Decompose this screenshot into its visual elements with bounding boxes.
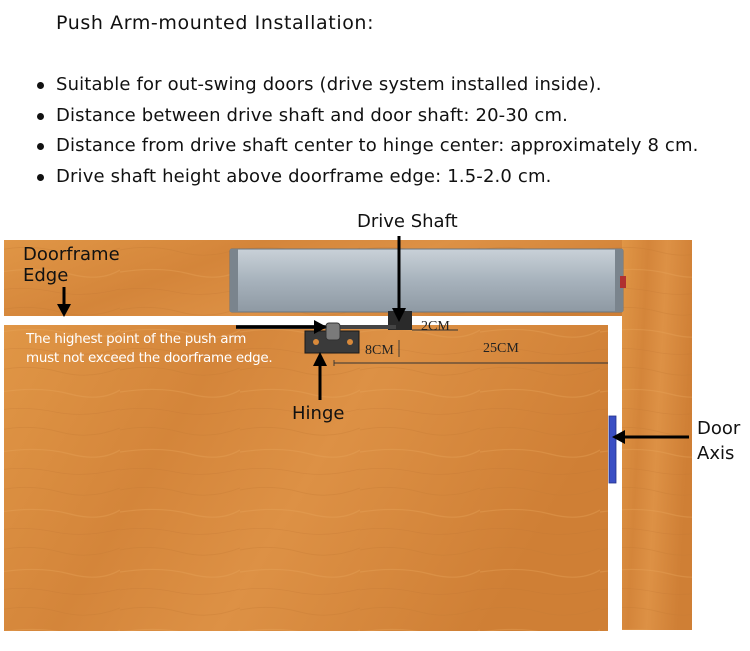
drive-shaft-label: Drive Shaft: [357, 211, 458, 232]
spec-list: Suitable for out-swing doors (drive syst…: [34, 70, 699, 192]
spec-item-hinge-distance: Distance from drive shaft center to hing…: [34, 131, 699, 162]
door-axis-strip: [608, 415, 617, 484]
push-arm-note-line2: must not exceed the doorframe edge.: [26, 350, 273, 366]
dim-shaft-to-hinge: 8CM: [365, 343, 394, 358]
doorframe-edge-label: Doorframe Edge: [23, 244, 120, 286]
door-axis-label-line1: Door: [697, 418, 741, 439]
door-axis-label: Door Axis: [697, 416, 740, 466]
hinge-bracket: [304, 322, 360, 354]
push-arm-note-line1: The highest point of the push arm: [26, 331, 247, 347]
doorframe-edge-label-line1: Doorframe: [23, 244, 120, 265]
door-axis-label-line2: Axis: [697, 443, 735, 464]
arrows: [57, 236, 689, 444]
door-leaf: [4, 325, 608, 631]
operator-body: [229, 248, 626, 313]
spec-item-shaft-distance: Distance between drive shaft and door sh…: [34, 101, 699, 132]
spec-item-out-swing: Suitable for out-swing doors (drive syst…: [34, 70, 699, 101]
doorframe-jamb: [622, 240, 692, 630]
hinge-label: Hinge: [292, 403, 345, 424]
push-arm-note: The highest point of the push arm must n…: [26, 330, 273, 368]
dim-height: 2CM: [421, 319, 450, 334]
doorframe-edge-label-line2: Edge: [23, 265, 69, 286]
page-title: Push Arm-mounted Installation:: [56, 12, 375, 34]
dimension-lines: [333, 329, 608, 366]
frame-door-gap: [4, 316, 622, 325]
spec-item-shaft-height: Drive shaft height above doorframe edge:…: [34, 162, 699, 193]
dim-shaft-to-axis: 25CM: [483, 341, 519, 356]
